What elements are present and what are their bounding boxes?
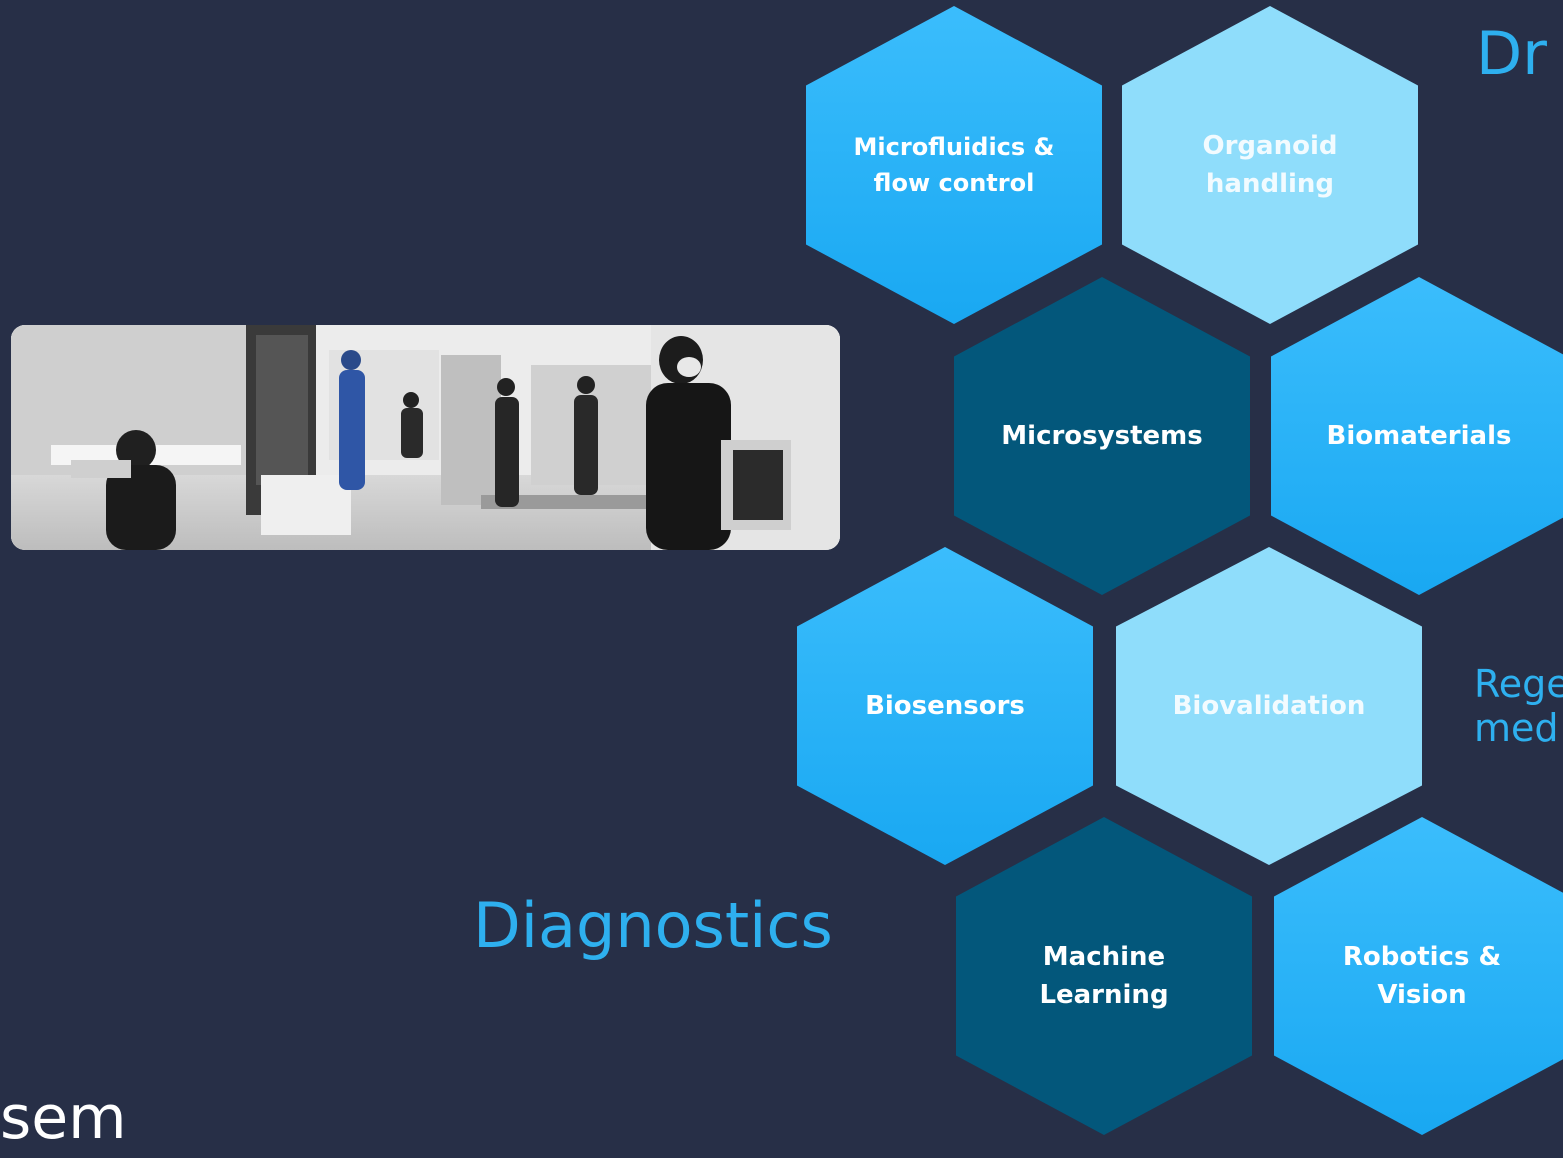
hex-microsystems: Microsystems bbox=[954, 277, 1250, 595]
hex-biomaterials: Biomaterials bbox=[1271, 277, 1563, 595]
hex-robotics-vision: Robotics & Vision bbox=[1274, 817, 1563, 1135]
hex-biovalidation: Biovalidation bbox=[1116, 547, 1422, 865]
cleanroom-photo-illustration bbox=[11, 325, 840, 550]
hex-label: Organoid handling bbox=[1202, 131, 1338, 199]
area-title-diagnostics: Diagnostics bbox=[473, 889, 833, 962]
hex-label: Biomaterials bbox=[1326, 421, 1512, 451]
hex-label: Microsystems bbox=[1001, 421, 1203, 451]
hex-label: Biosensors bbox=[865, 691, 1025, 721]
hex-label: Robotics & Vision bbox=[1342, 942, 1502, 1010]
area-title-regenerative: Rege med bbox=[1474, 662, 1563, 750]
cleanroom-photo bbox=[11, 325, 840, 550]
logo: sem bbox=[0, 1083, 127, 1153]
hex-label: Biovalidation bbox=[1172, 691, 1366, 721]
hex-biosensors: Biosensors bbox=[797, 547, 1093, 865]
hex-label: Microfluidics & flow control bbox=[853, 133, 1055, 197]
hex-machine-learning: Machine Learning bbox=[956, 817, 1252, 1135]
hex-microfluidics: Microfluidics & flow control bbox=[806, 6, 1102, 324]
hex-label: Machine Learning bbox=[1039, 942, 1169, 1010]
hex-organoid-handling: Organoid handling bbox=[1122, 6, 1418, 324]
area-title-drug: Dr bbox=[1476, 19, 1547, 89]
